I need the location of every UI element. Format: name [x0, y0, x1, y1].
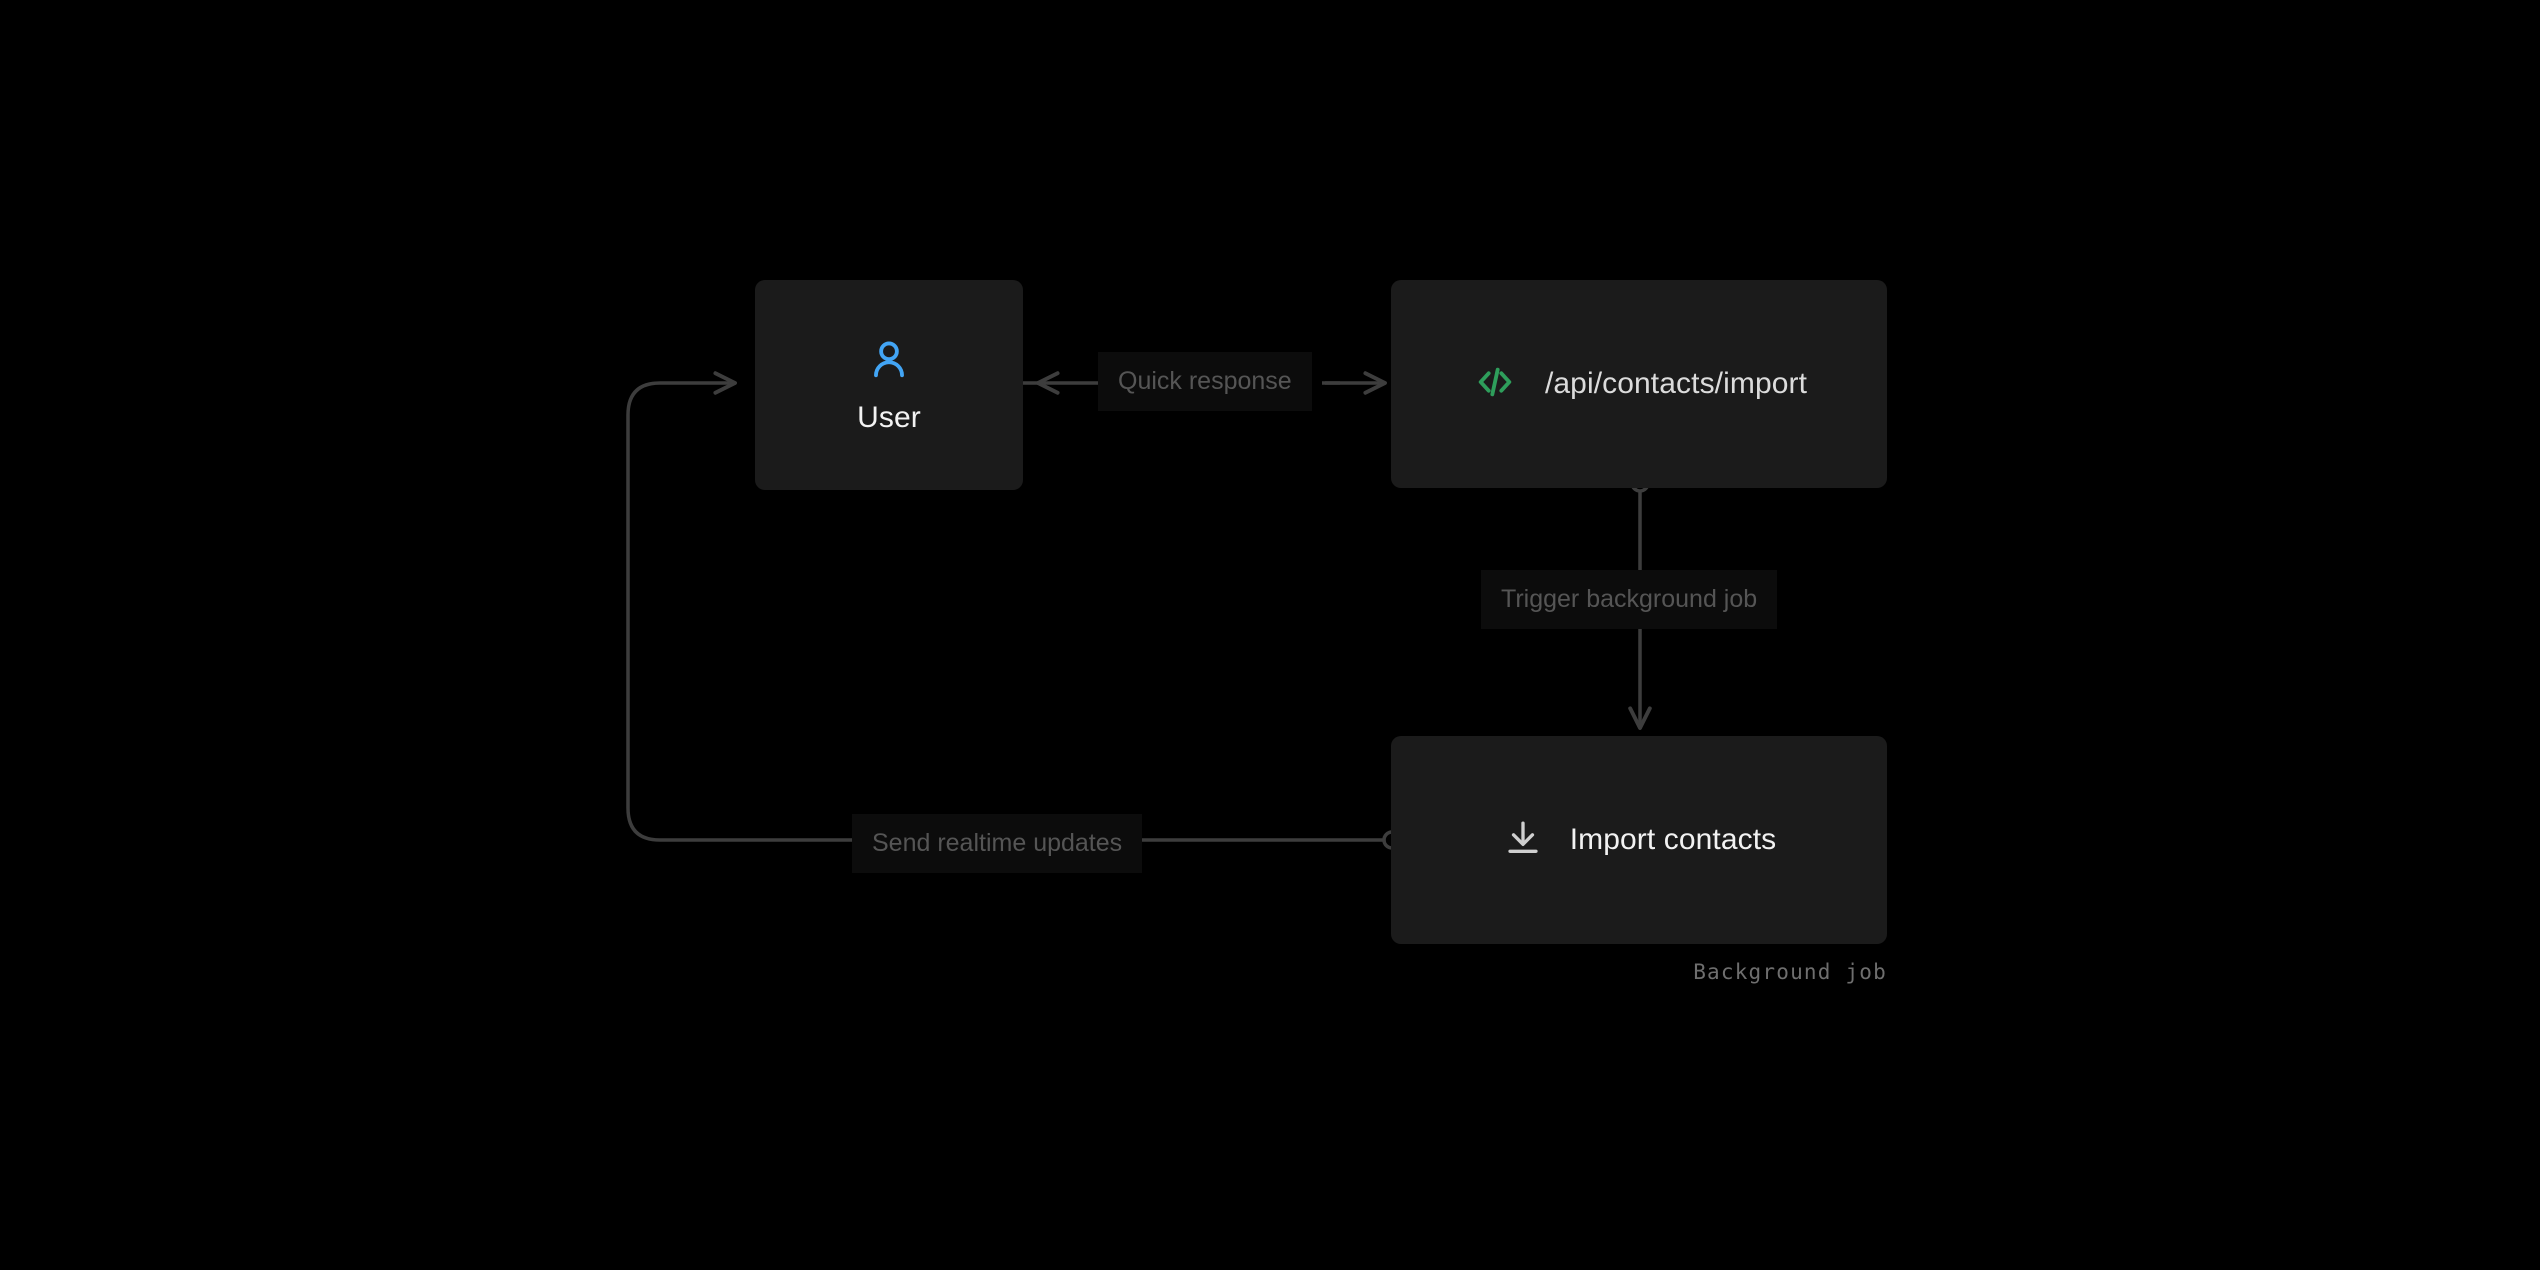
edge-label-quick-response: Quick response [1098, 352, 1312, 411]
user-icon [866, 336, 912, 387]
node-job-content: Import contacts [1502, 817, 1777, 864]
code-brackets-icon [1471, 362, 1519, 407]
download-icon [1502, 817, 1544, 864]
node-user-content: User [857, 336, 921, 435]
edge-label-send-realtime-updates: Send realtime updates [852, 814, 1143, 873]
node-user[interactable]: User [755, 280, 1023, 490]
node-api-endpoint[interactable]: /api/contacts/import [1391, 280, 1887, 488]
node-job-label: Import contacts [1569, 823, 1777, 856]
edge-label-trigger-background-job: Trigger background job [1481, 570, 1778, 629]
node-import-contacts[interactable]: Import contacts [1391, 736, 1887, 944]
node-api-content: /api/contacts/import [1471, 362, 1807, 407]
node-job-caption: Background job [1693, 960, 1887, 984]
node-user-label: User [857, 400, 921, 434]
node-api-label: /api/contacts/import [1544, 367, 1808, 400]
